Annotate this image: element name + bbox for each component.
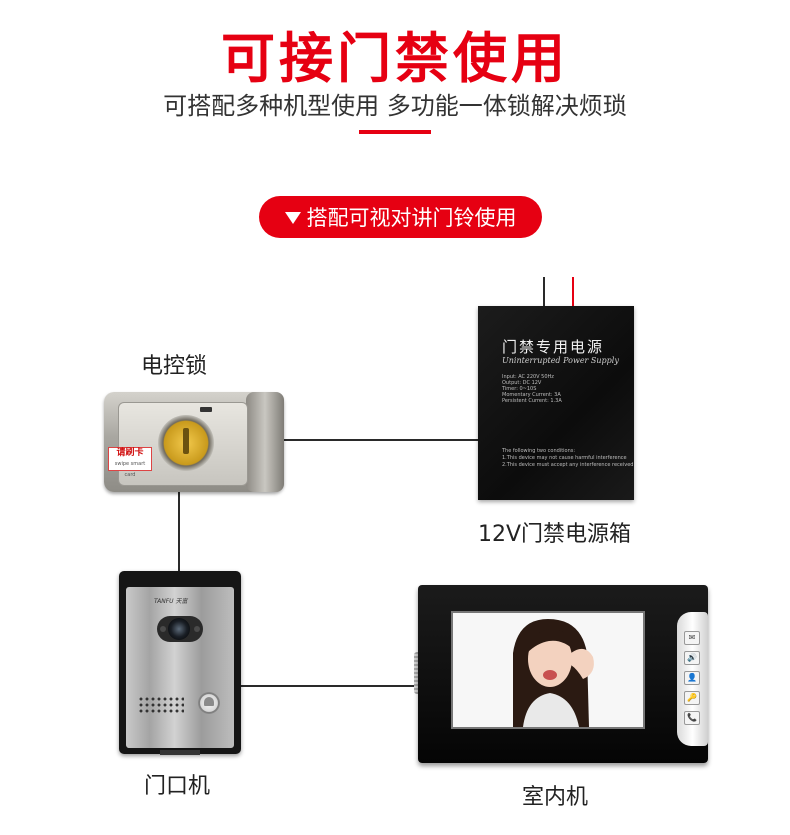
psu-spec-line: Input: AC 220V 50Hz [502, 374, 554, 380]
psu-spec-line: Momentary Current: 3A [502, 392, 561, 398]
volume-button[interactable]: 🔊 [684, 651, 700, 665]
wire-lock-to-door [178, 492, 180, 572]
talk-button[interactable]: 📞 [684, 711, 700, 725]
page-title: 可接门禁使用 [221, 27, 569, 90]
wire-lock-to-psu [284, 439, 478, 441]
ir-led-icon [194, 626, 200, 632]
power-supply-box: 门禁专用电源 Uninterrupted Power Supply Input:… [478, 306, 634, 500]
page-subtitle: 可搭配多种机型使用 多功能一体锁解决烦琐 [163, 92, 627, 120]
monitor-screen [451, 611, 645, 729]
caller-photo [453, 613, 643, 727]
psu-specs: Input: AC 220V 50Hz Output: DC 12V Timer… [502, 374, 562, 404]
card-sticker-en: swipe smart card [114, 461, 146, 478]
card-sticker-cn: 请刷卡 [116, 448, 144, 458]
lock-indicator [200, 407, 212, 412]
unlock-button[interactable]: 🔑 [684, 691, 700, 705]
section-pill: 搭配可视对讲门铃使用 [259, 196, 542, 238]
door-station-face [126, 587, 234, 748]
power-box-label: 12V门禁电源箱 [478, 522, 632, 547]
triangle-down-icon [284, 212, 301, 224]
psu-notes: The following two conditions: 1.This dev… [502, 448, 633, 469]
psu-title-cn: 门禁专用电源 [502, 338, 605, 356]
door-unit-label: 门口机 [144, 774, 211, 799]
keyhole-icon [183, 428, 189, 454]
bell-icon [204, 697, 214, 706]
psu-note-line: 2.This device must accept any interferen… [502, 462, 634, 468]
title-underline [359, 130, 431, 134]
lock-label: 电控锁 [141, 354, 208, 379]
message-button[interactable]: ✉ [684, 631, 700, 645]
speaker-grille [138, 696, 184, 714]
wire-door-to-monitor [241, 685, 414, 687]
door-station-base [160, 750, 200, 755]
camera-lens-icon [168, 618, 190, 640]
psu-spec-line: Persistent Current: 1.3A [502, 398, 562, 404]
psu-spec-line: Timer: 0~10S [502, 386, 537, 392]
psu-note-line: 1.This device may not cause harmful inte… [502, 455, 627, 461]
section-pill-label: 搭配可视对讲门铃使用 [306, 206, 517, 230]
door-brand-logo: TANFU 天富 [154, 598, 188, 605]
wire-psu-red [572, 277, 574, 307]
ir-led-icon [160, 626, 166, 632]
psu-spec-line: Output: DC 12V [502, 380, 542, 386]
psu-note-line: The following two conditions: [502, 448, 576, 454]
psu-title-en: Uninterrupted Power Supply [502, 356, 619, 365]
wire-psu-black [543, 277, 545, 307]
indoor-unit-label: 室内机 [522, 785, 589, 810]
monitor-view-button[interactable]: 👤 [684, 671, 700, 685]
lock-bolt [246, 392, 284, 492]
card-sticker: 请刷卡 swipe smart card [108, 447, 152, 478]
